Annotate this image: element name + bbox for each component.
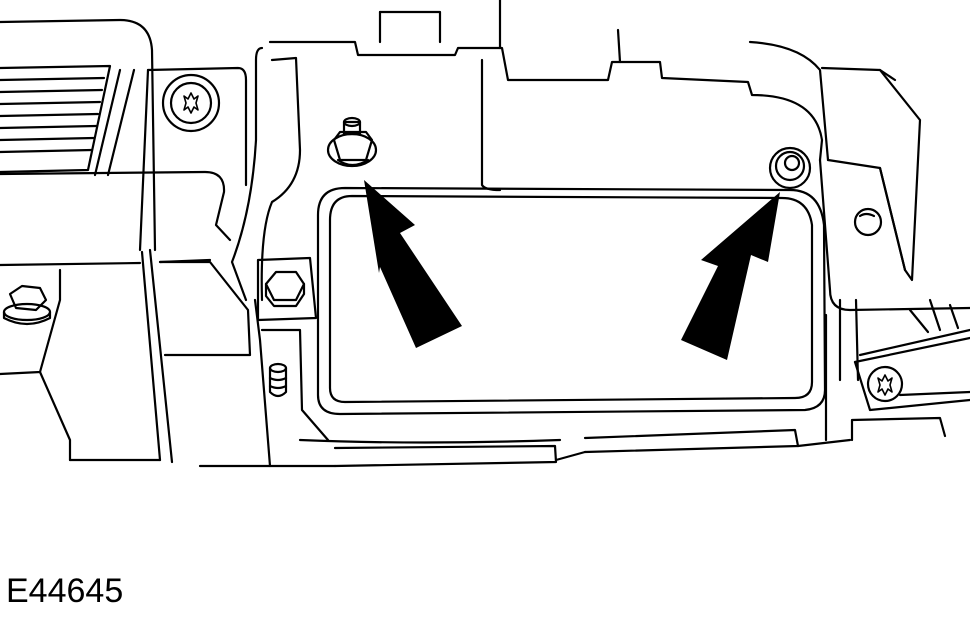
middle-hex-bolt bbox=[256, 256, 318, 322]
arrow-indicator-icon bbox=[364, 180, 462, 348]
left-ribbed-panel bbox=[0, 18, 157, 252]
round-screw bbox=[768, 146, 812, 190]
stud-nut bbox=[326, 116, 378, 168]
small-pin bbox=[268, 362, 288, 398]
figure-id: E44645 bbox=[6, 572, 124, 610]
left-bracket bbox=[138, 66, 248, 252]
vertical-post bbox=[140, 248, 252, 464]
housing-lower-edge bbox=[260, 328, 852, 468]
lower-left-panel bbox=[0, 268, 272, 468]
right-bracket bbox=[818, 66, 970, 442]
right-lower-assembly bbox=[853, 298, 970, 412]
center-cover bbox=[316, 186, 827, 416]
arrow-indicator-icon bbox=[681, 192, 780, 360]
left-hex-bolt bbox=[2, 284, 52, 326]
horizontal-beam bbox=[0, 170, 232, 267]
